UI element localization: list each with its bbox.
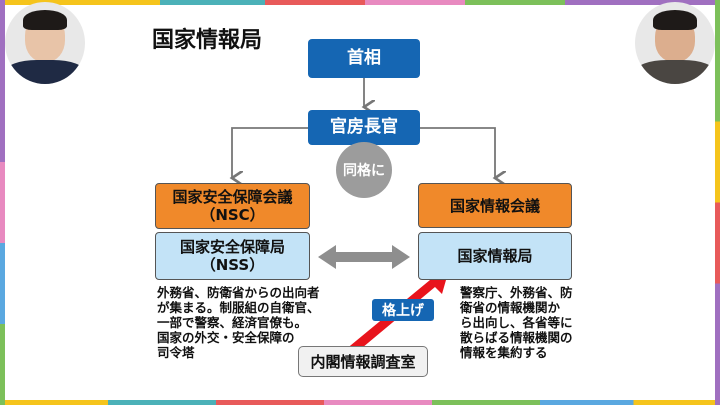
nib-description: 警察庁、外務省、防 衛省の情報機関か ら出向し、各省等に 散らばる情報機関の 情… (460, 285, 573, 360)
nss-box: 国家安全保障局 （NSS） (155, 232, 310, 280)
arrow-to-nic (420, 127, 495, 178)
cabinet-intelligence-box: 内閣情報調査室 (298, 346, 428, 377)
upgrade-badge: 格上げ (372, 299, 434, 321)
nsc-box: 国家安全保障会議 （NSC） (155, 183, 310, 229)
prime-minister-box: 首相 (308, 39, 420, 78)
national-intel-council-box: 国家情報会議 (418, 183, 572, 228)
avatar-left-speaker (5, 2, 85, 84)
chief-cabinet-secretary-box: 官房長官 (308, 110, 420, 145)
nsc-abbr: （NSC） (200, 206, 265, 224)
nss-abbr: （NSS） (200, 256, 265, 274)
nsc-label: 国家安全保障会議 (172, 188, 293, 206)
equal-status-circle: 同格に (336, 142, 392, 198)
national-intel-bureau-box: 国家情報局 (418, 232, 572, 280)
arrow-to-nsc (232, 127, 308, 178)
page-title: 国家情報局 (152, 28, 263, 53)
double-arrow-icon (318, 245, 410, 269)
nss-label: 国家安全保障局 (179, 238, 285, 256)
avatar-right-speaker (635, 2, 715, 84)
nss-description: 外務省、防衛省からの出向者 が集まる。制服組の自衛官、 一部で警察、経済官僚も。… (157, 285, 320, 360)
